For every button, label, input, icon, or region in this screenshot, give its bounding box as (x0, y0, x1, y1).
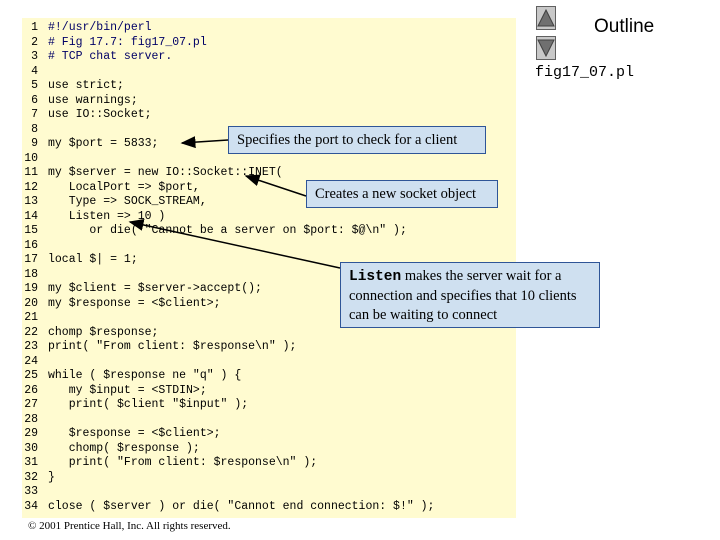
code-line: use IO::Socket; (48, 108, 152, 121)
code-line: while ( $response ne "q" ) { (48, 369, 242, 382)
code-line: print( $client "$input" ); (48, 398, 249, 411)
code-line: use strict; (48, 79, 124, 92)
code-line: my $input = <STDIN>; (48, 383, 207, 397)
listen-keyword: Listen (349, 269, 402, 285)
line-number: 15 (24, 224, 38, 237)
line-number: 21 (24, 311, 38, 324)
line-number: 5 (31, 79, 38, 92)
previous-slide-button[interactable] (536, 6, 556, 30)
code-line: Type => SOCK_STREAM, (48, 195, 207, 208)
line-number: 13 (24, 195, 38, 208)
callout-port: Specifies the port to check for a client (228, 126, 486, 154)
line-number: 24 (24, 354, 38, 368)
line-number: 9 (31, 137, 38, 150)
outline-title: Outline (594, 16, 655, 37)
code-line: my $response = <$client>; (48, 296, 221, 310)
line-number: 30 (24, 441, 38, 455)
callout-listen: Listen makes the server wait for a conne… (340, 262, 600, 328)
code-line: my $client = $server->accept(); (48, 282, 262, 295)
triangle-down-icon (537, 39, 555, 58)
line-number: 20 (24, 296, 38, 310)
code-line: Listen => 10 ) (48, 209, 166, 223)
line-number: 16 (24, 238, 38, 252)
line-number: 3 (31, 50, 38, 63)
code-line: # Fig 17.7: fig17_07.pl (48, 35, 207, 49)
code-line: use warnings; (48, 93, 138, 107)
line-number: 19 (24, 282, 38, 295)
code-line: chomp $response; (48, 325, 159, 339)
line-number: 1 (31, 21, 38, 34)
line-number: 27 (24, 398, 38, 411)
code-line: chomp( $response ); (48, 441, 200, 455)
line-number: 11 (24, 166, 38, 179)
code-line: close ( $server ) or die( "Cannot end co… (48, 499, 435, 513)
code-line: #!/usr/bin/perl (48, 21, 152, 34)
code-line: } (48, 470, 55, 484)
code-line: # TCP chat server. (48, 50, 173, 63)
code-line: local $| = 1; (48, 253, 138, 266)
next-slide-button[interactable] (536, 36, 556, 60)
line-number: 18 (24, 267, 38, 281)
code-line: print( "From client: $response\n" ); (48, 456, 318, 469)
line-number: 29 (24, 427, 38, 440)
line-number: 8 (31, 122, 38, 136)
code-line: my $server = new IO::Socket::INET( (48, 166, 283, 179)
line-number: 2 (31, 35, 38, 49)
line-number: 32 (24, 470, 38, 484)
line-number: 31 (24, 456, 38, 469)
line-number: 34 (24, 499, 38, 513)
line-number: 23 (24, 340, 38, 353)
file-name: fig17_07.pl (535, 64, 635, 81)
code-line: my $port = 5833; (48, 137, 159, 150)
line-number: 26 (24, 383, 38, 397)
callout-listen-text: makes the server wait for a connection a… (349, 268, 577, 323)
line-number: 14 (24, 209, 38, 223)
triangle-up-icon (537, 8, 555, 27)
line-number: 28 (24, 412, 38, 426)
code-line: or die( "Cannot be a server on $port: $@… (48, 224, 407, 237)
line-number: 4 (31, 64, 38, 78)
line-number: 33 (24, 485, 38, 498)
callout-socket: Creates a new socket object (306, 180, 498, 208)
code-line: print( "From client: $response\n" ); (48, 340, 297, 353)
line-number: 12 (24, 180, 38, 194)
line-number: 17 (24, 253, 38, 266)
line-number: 10 (24, 151, 38, 165)
copyright-footer: © 2001 Prentice Hall, Inc. All rights re… (28, 520, 231, 532)
line-number: 6 (31, 93, 38, 107)
code-line: LocalPort => $port, (48, 180, 200, 194)
code-line: $response = <$client>; (48, 427, 221, 440)
line-number: 7 (31, 108, 38, 121)
line-number: 25 (24, 369, 38, 382)
line-number: 22 (24, 325, 38, 339)
